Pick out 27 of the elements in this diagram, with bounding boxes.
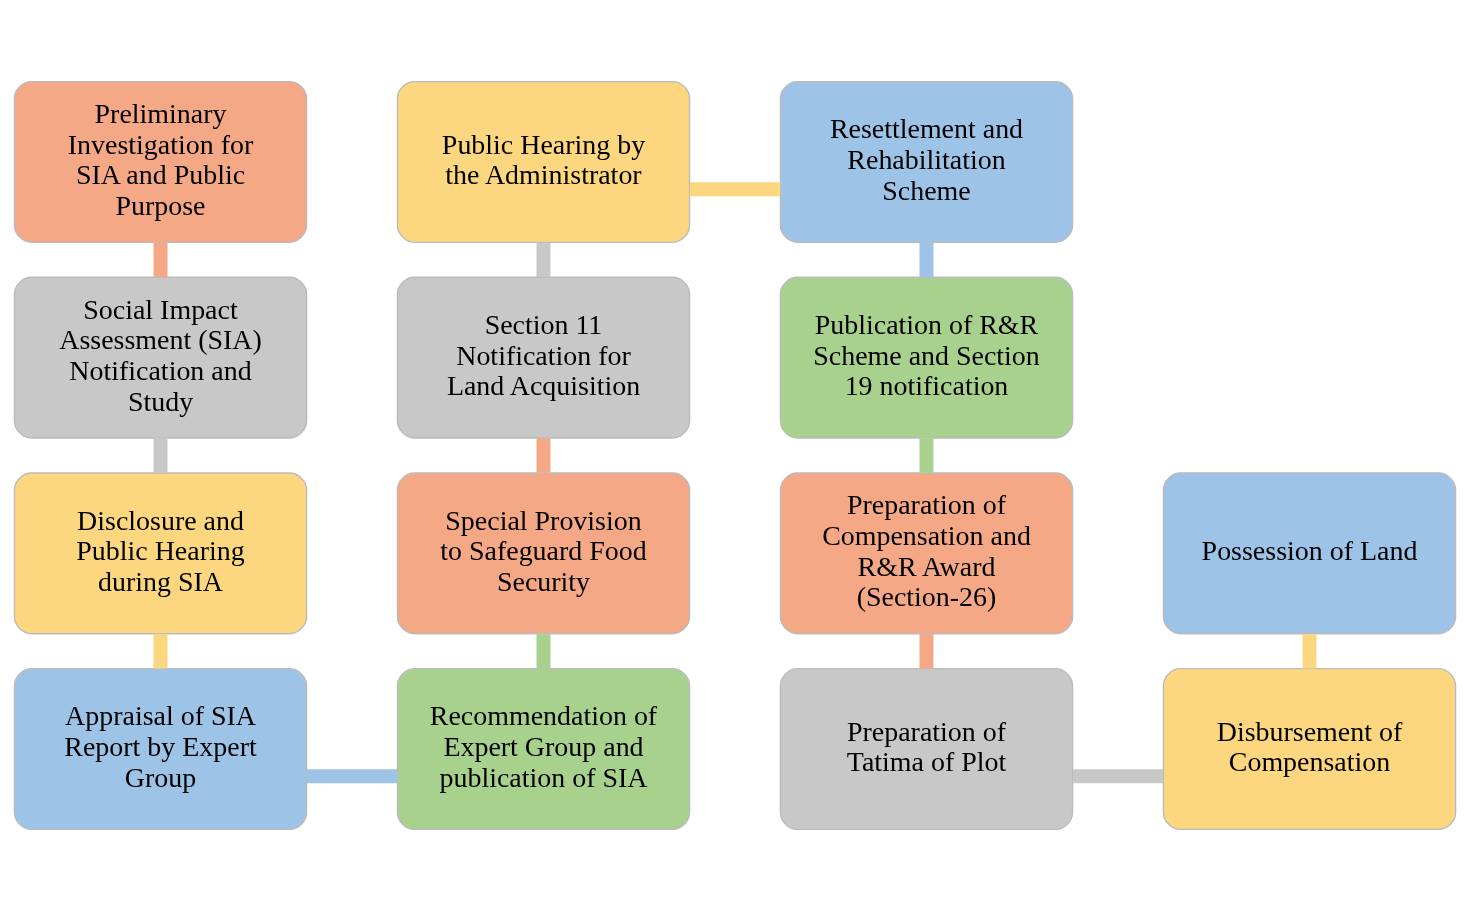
- node-box: Preliminary Investigation for SIA and Public Purpose: [13, 80, 308, 243]
- node-box: Resettlement and Rehabilitation Scheme: [779, 80, 1074, 243]
- connector: [153, 242, 168, 277]
- node-box: Preparation of Compensation and R&R Award (Section-26): [779, 471, 1074, 634]
- connector: [153, 633, 168, 668]
- node-box: Disclosure and Public Hearing during SIA: [13, 471, 308, 634]
- node-box: Preparation of Tatima of Plot: [779, 667, 1074, 830]
- connector: [153, 437, 168, 473]
- connector: [919, 633, 934, 668]
- node-box: Publication of R&R Scheme and Section 19 notification: [779, 276, 1074, 439]
- node-box: Disbursement of Compensation: [1162, 667, 1457, 830]
- connector: [536, 437, 551, 473]
- node-box: Appraisal of SIA Report by Expert Group: [13, 667, 308, 830]
- connector: [1072, 768, 1164, 783]
- connector: [536, 242, 551, 277]
- node-box: Public Hearing by the Administrator: [396, 80, 691, 243]
- connector: [306, 768, 398, 783]
- node-box: Possession of Land: [1162, 471, 1457, 634]
- connector: [1302, 633, 1317, 668]
- node-box: Social Impact Assessment (SIA) Notification and Study: [13, 276, 308, 439]
- node-box: Recommendation of Expert Group and publication of SIA: [396, 667, 691, 830]
- connector: [689, 181, 781, 196]
- node-box: Section 11 Notification for Land Acquisition: [396, 276, 691, 439]
- connector: [919, 242, 934, 277]
- connector: [536, 633, 551, 668]
- node-box: Special Provision to Safeguard Food Security: [396, 471, 691, 634]
- connector: [919, 437, 934, 473]
